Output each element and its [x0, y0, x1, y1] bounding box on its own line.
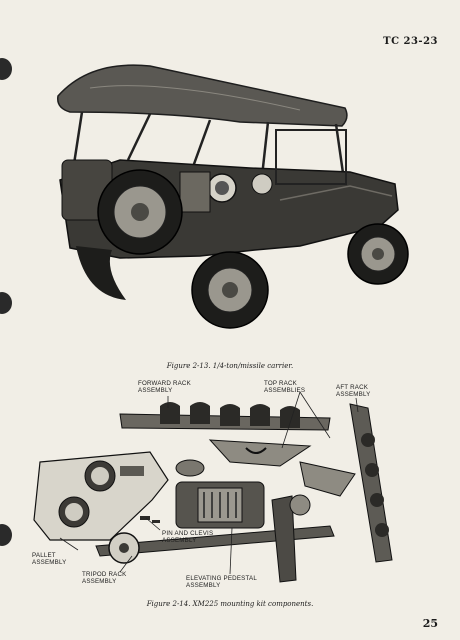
binder-hole [0, 292, 12, 314]
label-line: ASSEMBLIES [264, 387, 306, 394]
pin-clevis-label: PIN AND CLEVIS ASSEMBLY [162, 530, 213, 544]
figure-2-13-caption: Figure 2-13. 1/4-ton/missile carrier. [166, 362, 294, 370]
aft-rack-label: AFT RACK ASSEMBLY [336, 384, 371, 398]
label-line: ASSEMBLY [138, 387, 173, 394]
label-line: ASSEMBLY [162, 537, 197, 544]
label-line: PALLET [32, 552, 56, 559]
figure-2-14-caption: Figure 2-14. XM225 mounting kit componen… [146, 600, 314, 608]
label-line: ASSEMBLY [186, 582, 221, 589]
label-line: AFT RACK [336, 384, 369, 391]
label-line: FORWARD RACK [138, 380, 191, 387]
label-line: TRIPOD RACK [82, 571, 127, 578]
page-number: 25 [422, 617, 438, 630]
document-id: TC 23-23 [383, 36, 438, 47]
label-line: PIN AND CLEVIS [162, 530, 214, 537]
label-line: ASSEMBLY [32, 559, 67, 566]
forward-rack-label: FORWARD RACK ASSEMBLY [138, 380, 191, 394]
label-line: ASSEMBLY [336, 391, 371, 398]
canopy-top [57, 64, 348, 127]
elevating-pedestal-label: ELEVATING PEDESTAL ASSEMBLY [186, 575, 257, 589]
label-line: ELEVATING PEDESTAL [186, 575, 257, 582]
pallet-label: PALLET ASSEMBLY [32, 552, 67, 566]
label-line: TOP RACK [264, 380, 298, 387]
binder-hole [0, 524, 12, 546]
binder-hole [0, 58, 12, 80]
top-rack-label: TOP RACK ASSEMBLIES [264, 380, 305, 394]
tripod-rack-label: TRIPOD RACK ASSEMBLY [82, 571, 127, 585]
label-line: ASSEMBLY [82, 578, 117, 585]
